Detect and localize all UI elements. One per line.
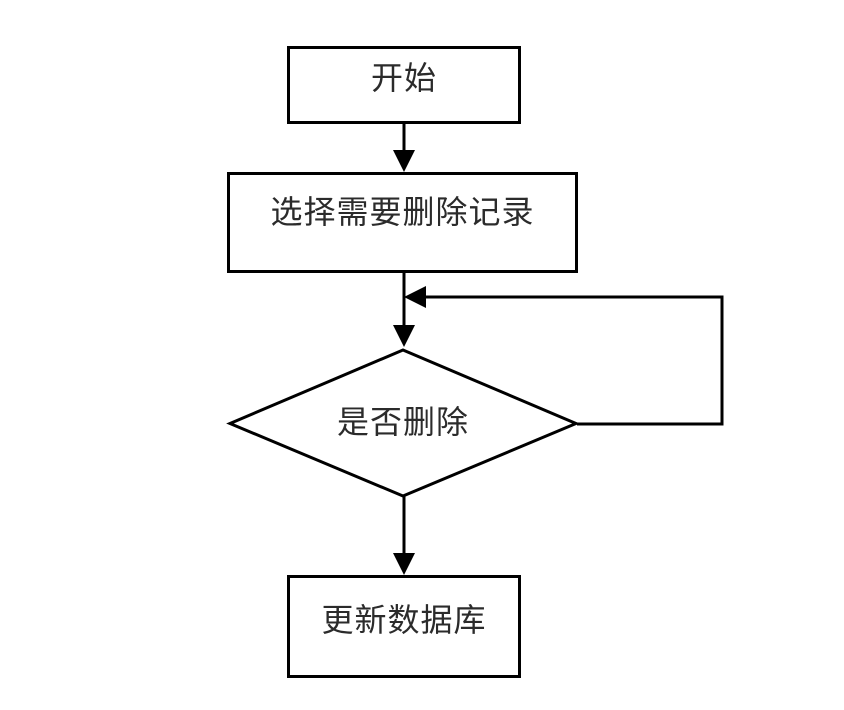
edge-decision-loopback-path <box>417 295 724 426</box>
node-select-rect[interactable] <box>227 172 578 273</box>
edge-decision-loopback-arrowhead <box>404 286 426 308</box>
edge-decision-update-arrowhead <box>393 553 415 575</box>
node-start-rect[interactable] <box>287 46 521 124</box>
edge-start-select-arrowhead <box>393 150 415 172</box>
node-update-rect[interactable] <box>287 575 521 678</box>
edge-select-decision-arrowhead <box>393 325 415 347</box>
node-decision-diamond[interactable] <box>226 348 580 498</box>
